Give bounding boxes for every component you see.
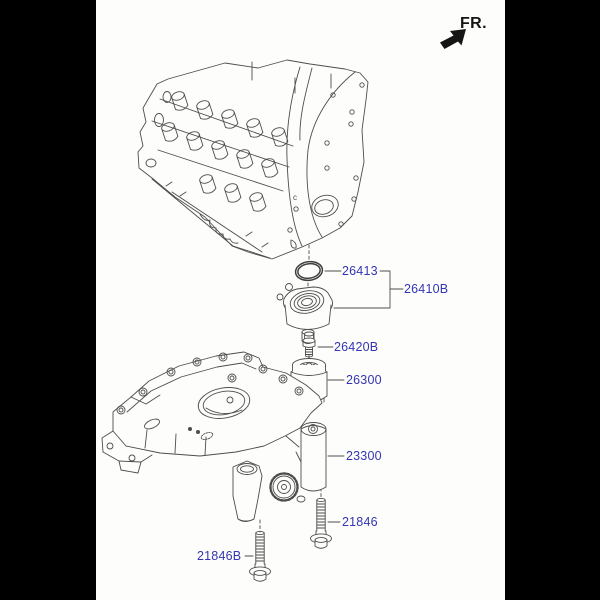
oil-cooler-drawing [276, 283, 334, 344]
callout-26300-oil-filter: 26300 [346, 373, 382, 387]
bolt-21846-drawing [310, 497, 332, 549]
engine-letter-marking: c [293, 193, 297, 202]
callout-21846-bolt: 21846 [342, 515, 378, 529]
callout-26410b-oil-cooler: 26410B [404, 282, 449, 296]
callout-leader-lines [244, 270, 404, 557]
callout-26420b-fitting: 26420B [334, 340, 379, 354]
front-direction-label: FR. [460, 15, 487, 32]
callout-21846b-bolt: 21846B [197, 549, 242, 563]
callout-23300-pump-module: 23300 [346, 449, 382, 463]
balance-shaft-module-drawing [101, 351, 327, 522]
callout-26413-oring: 26413 [342, 264, 378, 278]
engine-block-drawing: c [137, 59, 369, 260]
front-direction-arrow-icon [440, 29, 466, 49]
bolt-hole-icons [287, 82, 365, 233]
oil-cooler-fitting-drawing [302, 331, 316, 358]
sprocket-drawing [269, 472, 306, 503]
oring-drawing [294, 260, 324, 282]
